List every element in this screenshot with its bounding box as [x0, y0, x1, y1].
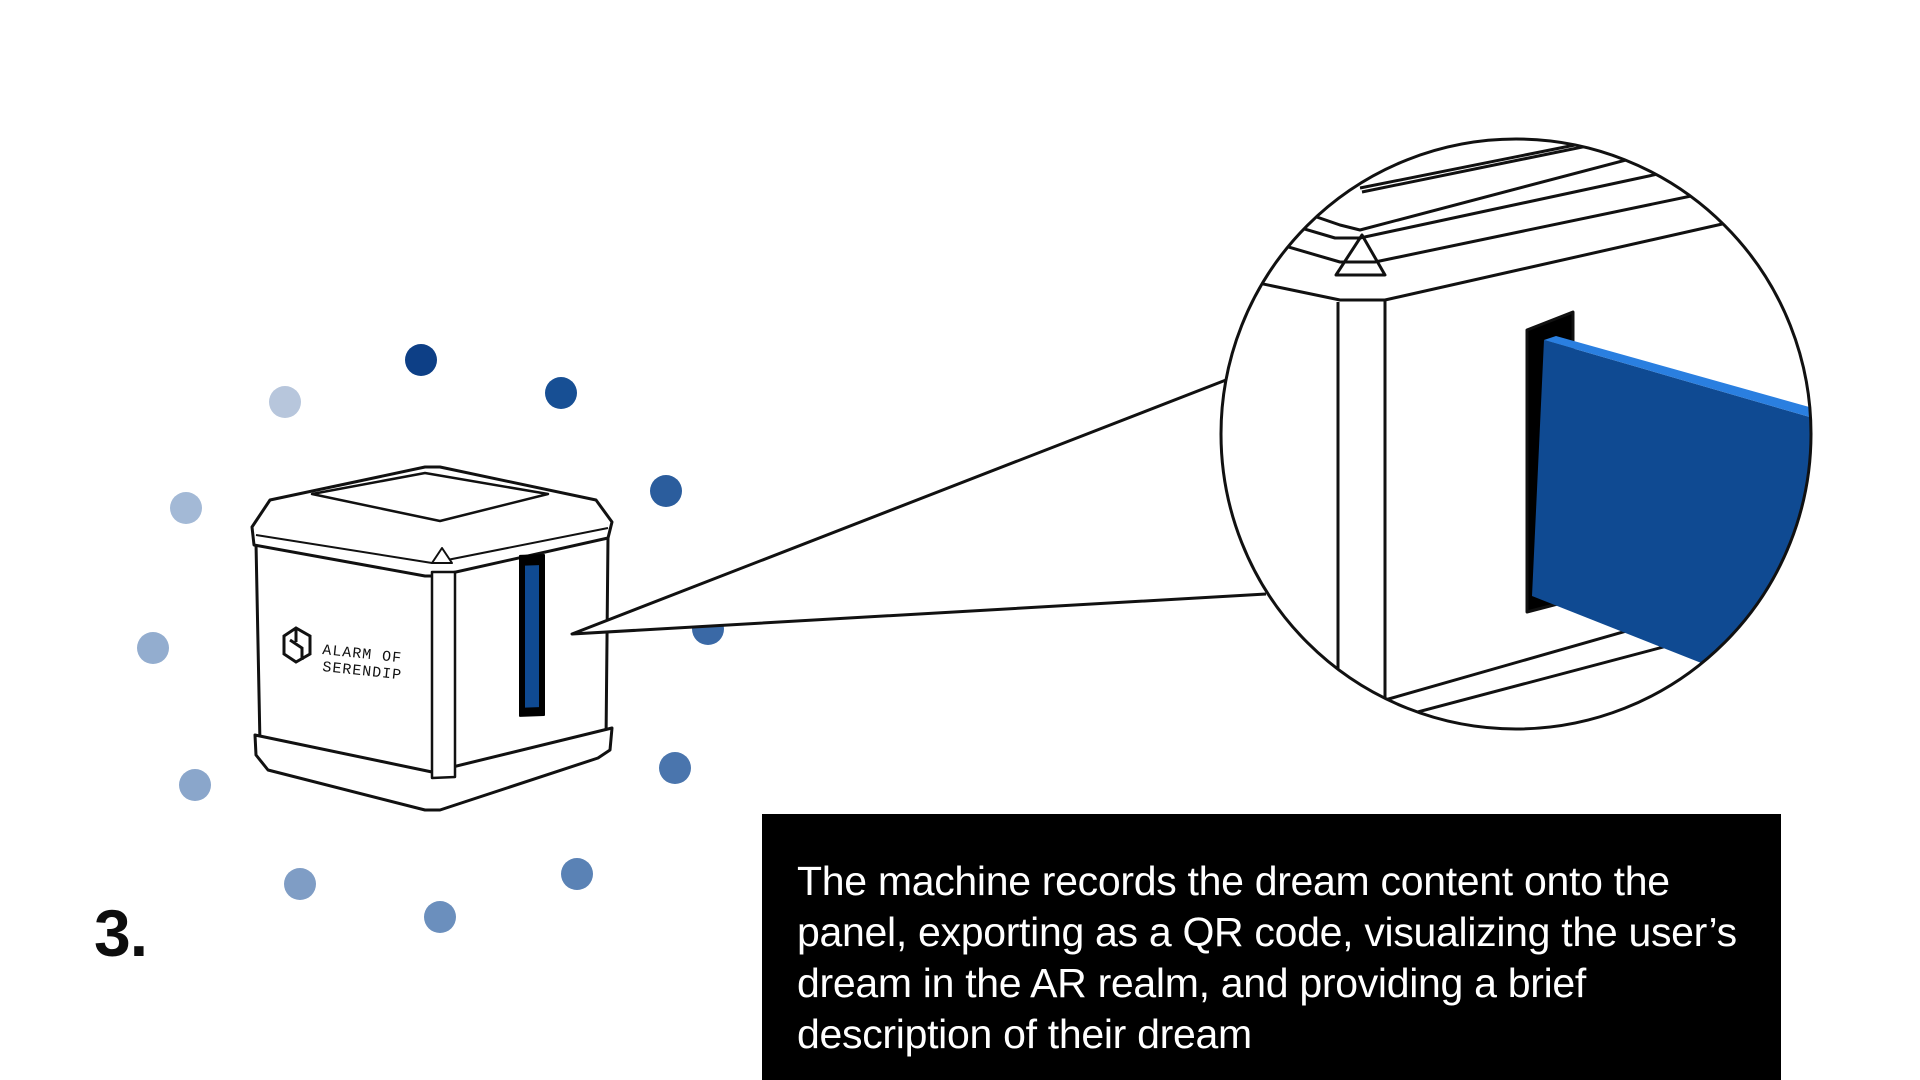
- device-top-inset: [310, 471, 550, 523]
- dream-machine-device: [250, 465, 614, 812]
- device-corner-pillar: [430, 570, 457, 780]
- step-number: 3.: [94, 896, 148, 970]
- zoom-panel-edge: [1544, 336, 1811, 420]
- orbit-dot: [650, 475, 682, 507]
- device-slot-panel: [525, 565, 539, 708]
- orbit-dot: [137, 632, 169, 664]
- zoom-triangle: [1334, 233, 1387, 277]
- magnifier-circle-outline: [1219, 137, 1813, 731]
- orbit-dot: [269, 386, 301, 418]
- orbit-dot: [170, 492, 202, 524]
- magnified-view: [1219, 137, 1813, 731]
- orbit-dot: [405, 344, 437, 376]
- callout-pointer: [570, 378, 1267, 636]
- orbit-dot: [545, 377, 577, 409]
- orbit-dot: [561, 858, 593, 890]
- caption-box: The machine records the dream content on…: [762, 814, 1781, 1080]
- orbit-dot: [659, 752, 691, 784]
- logo-mark-icon: [282, 626, 312, 664]
- caption-text: The machine records the dream content on…: [797, 858, 1737, 1057]
- device-base-rim: [253, 726, 614, 812]
- orbit-dot: [424, 901, 456, 933]
- orbit-dot: [179, 769, 211, 801]
- orbit-dots: [137, 344, 724, 933]
- orbit-dot: [284, 868, 316, 900]
- zoom-cap-lower: [1221, 218, 1741, 302]
- device-cap-triangle: [431, 547, 453, 564]
